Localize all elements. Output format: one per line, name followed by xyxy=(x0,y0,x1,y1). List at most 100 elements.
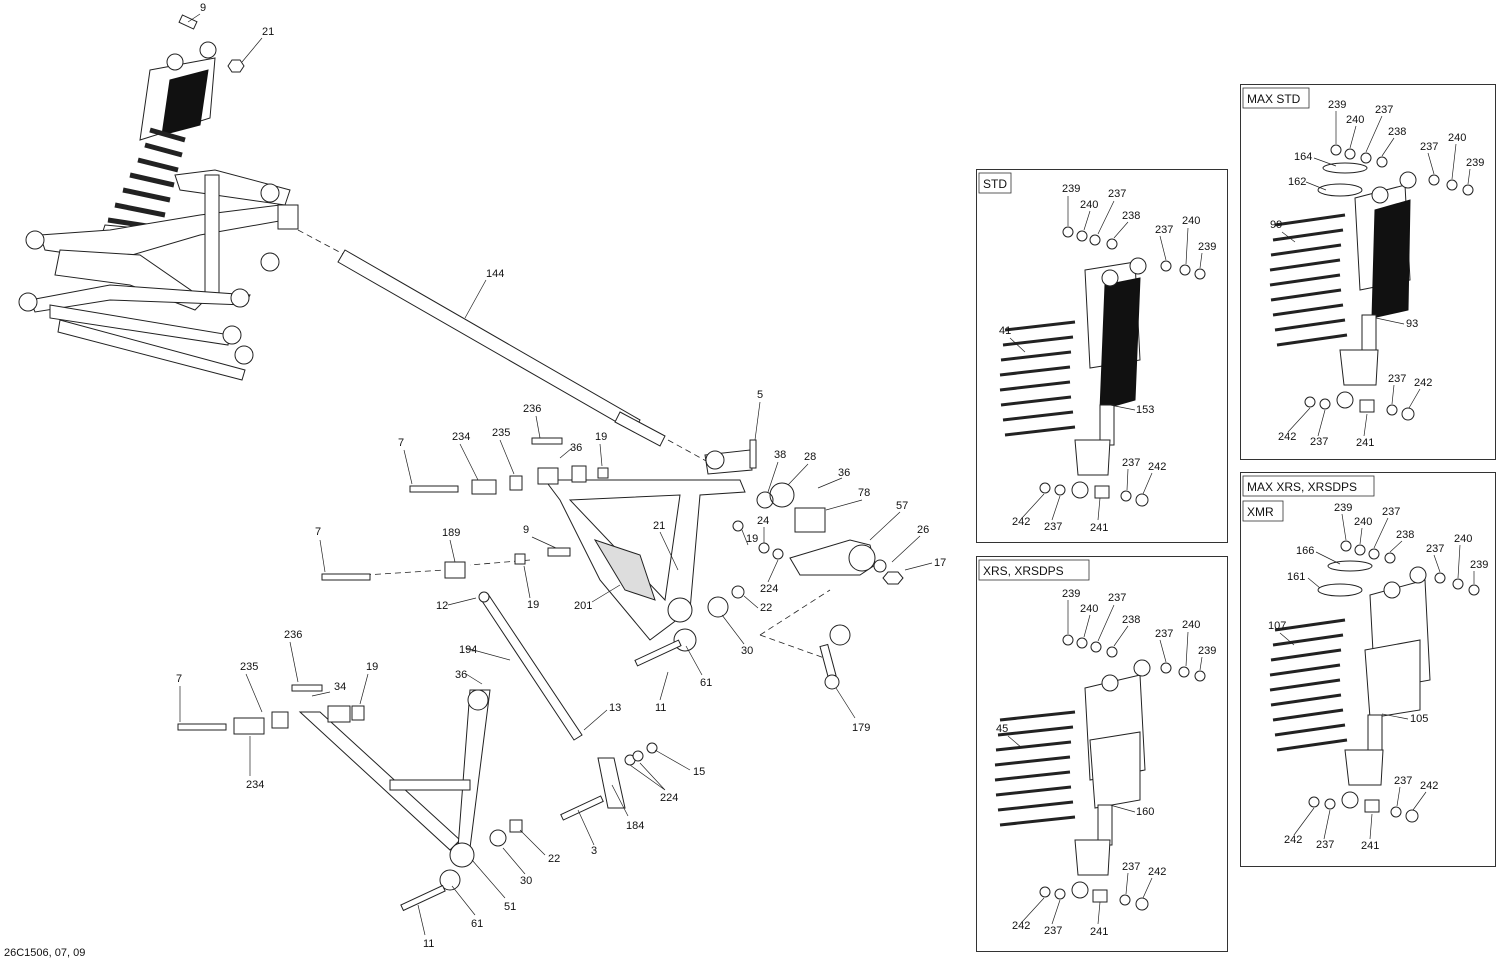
panel-std: STD 239 240 237 238 237 240 239 41 153 2… xyxy=(976,169,1228,543)
callout: 164 xyxy=(1294,151,1312,163)
callout: 57 xyxy=(896,500,908,512)
callout: 242 xyxy=(1414,377,1432,389)
callout: 36 xyxy=(838,467,850,479)
callout: 21 xyxy=(653,520,665,532)
callout: 237 xyxy=(1316,839,1334,851)
callout: 179 xyxy=(852,722,870,734)
callout: 237 xyxy=(1155,628,1173,640)
callout: 61 xyxy=(700,677,712,689)
callout: 9 xyxy=(523,524,529,536)
callout: 237 xyxy=(1426,543,1444,555)
panel-xrs: XRS, XRSDPS 239 240 237 238 237 240 239 … xyxy=(976,556,1228,952)
callout: 7 xyxy=(398,437,404,449)
callout: 3 xyxy=(591,845,597,857)
callout: 93 xyxy=(1406,318,1418,330)
callout: 242 xyxy=(1284,834,1302,846)
callout: 237 xyxy=(1382,506,1400,518)
callout: 7 xyxy=(176,673,182,685)
callout: 15 xyxy=(693,766,705,778)
main-callouts: 9 21 144 5 38 28 36 78 57 26 17 24 19 22… xyxy=(176,2,946,950)
callout: 235 xyxy=(240,661,258,673)
callout: 22 xyxy=(548,853,560,865)
callout: 241 xyxy=(1356,437,1374,449)
callout: 61 xyxy=(471,918,483,930)
callout: 24 xyxy=(757,515,769,527)
callout: 240 xyxy=(1346,114,1364,126)
callout: 237 xyxy=(1122,457,1140,469)
callout: 236 xyxy=(284,629,302,641)
callout: 239 xyxy=(1062,183,1080,195)
callout: 236 xyxy=(523,403,541,415)
callout: 19 xyxy=(527,599,539,611)
callout: 11 xyxy=(655,702,666,714)
callout: 240 xyxy=(1448,132,1466,144)
callout: 78 xyxy=(858,487,870,499)
callout: 235 xyxy=(492,427,510,439)
trailing-arm-assembly xyxy=(409,437,904,690)
callout: 239 xyxy=(1328,99,1346,111)
panel-label: STD xyxy=(983,177,1007,191)
panel-label: MAX STD xyxy=(1247,92,1301,106)
callout: 237 xyxy=(1420,141,1438,153)
callout: 13 xyxy=(609,702,621,714)
callout: 153 xyxy=(1136,404,1154,416)
torsion-bar-shaft xyxy=(297,229,709,463)
callout: 239 xyxy=(1470,559,1488,571)
callout: 241 xyxy=(1090,926,1108,938)
callout: 26 xyxy=(917,524,929,536)
callout: 12 xyxy=(436,600,448,612)
callout: 237 xyxy=(1108,592,1126,604)
callout: 9 xyxy=(200,2,206,14)
diagram-id: 26C1506, 07, 09 xyxy=(4,947,86,959)
callout: 194 xyxy=(459,644,477,656)
callout: 234 xyxy=(246,779,264,791)
callout: 36 xyxy=(570,442,582,454)
callout: 239 xyxy=(1466,157,1484,169)
callout: 242 xyxy=(1012,920,1030,932)
callout: 240 xyxy=(1182,215,1200,227)
callout: 237 xyxy=(1044,925,1062,937)
callout: 99 xyxy=(1270,219,1282,231)
callout: 240 xyxy=(1080,603,1098,615)
callout: 201 xyxy=(574,600,592,612)
callout: 241 xyxy=(1090,522,1108,534)
callout: 238 xyxy=(1388,126,1406,138)
callout: 17 xyxy=(934,557,946,569)
callout: 240 xyxy=(1454,533,1472,545)
callout: 28 xyxy=(804,451,816,463)
callout: 237 xyxy=(1044,521,1062,533)
callout: 36 xyxy=(455,669,467,681)
rear-suspension-assembly xyxy=(18,14,299,381)
callout: 239 xyxy=(1062,588,1080,600)
callout: 45 xyxy=(996,723,1008,735)
panel-label: MAX XRS, XRSDPS xyxy=(1247,480,1357,494)
main-leaders xyxy=(179,13,933,936)
panel-max-std: MAX STD 239 240 237 238 237 240 239 164 … xyxy=(1240,84,1496,460)
lower-arm-assembly xyxy=(177,547,658,912)
callout: 161 xyxy=(1287,571,1305,583)
callout: 19 xyxy=(595,431,607,443)
callout: 22 xyxy=(760,602,772,614)
callout: 21 xyxy=(262,26,274,38)
panel-label: XMR xyxy=(1247,505,1274,519)
callout: 240 xyxy=(1080,199,1098,211)
callout: 237 xyxy=(1394,775,1412,787)
callout: 238 xyxy=(1396,529,1414,541)
callout: 189 xyxy=(442,527,460,539)
callout: 238 xyxy=(1122,210,1140,222)
callout: 237 xyxy=(1375,104,1393,116)
callout: 7 xyxy=(315,526,321,538)
callout: 38 xyxy=(774,449,786,461)
callout: 162 xyxy=(1288,176,1306,188)
callout: 51 xyxy=(504,901,516,913)
callout: 237 xyxy=(1310,436,1328,448)
callout: 11 xyxy=(423,938,434,950)
callout: 242 xyxy=(1420,780,1438,792)
callout: 160 xyxy=(1136,806,1154,818)
panel-label: XRS, XRSDPS xyxy=(983,564,1064,578)
callout: 242 xyxy=(1278,431,1296,443)
callout: 237 xyxy=(1388,373,1406,385)
callout: 224 xyxy=(660,792,678,804)
